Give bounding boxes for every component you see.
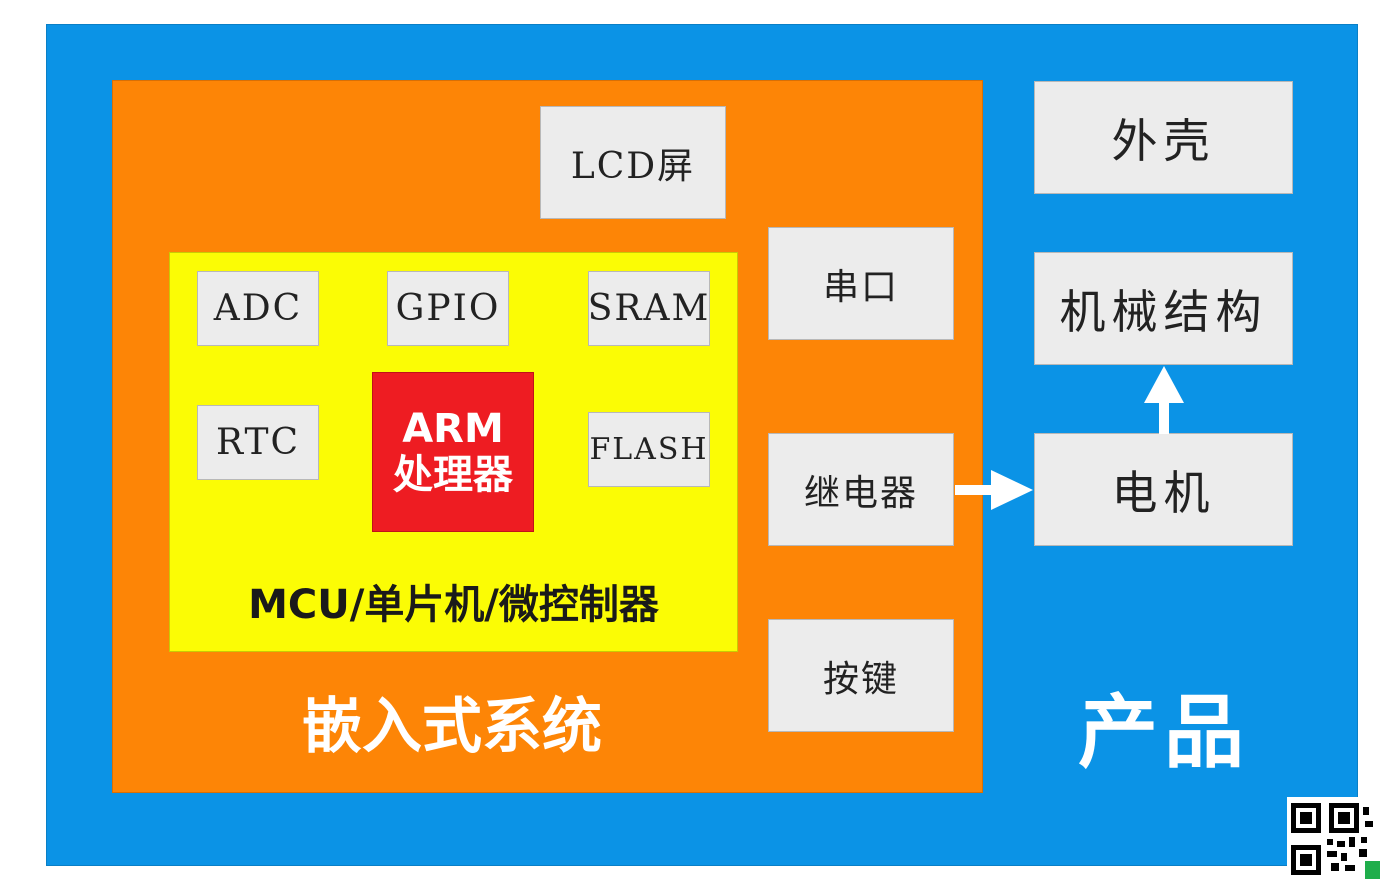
mechanical-structure-block: 机械结构	[1034, 252, 1293, 365]
arm-processor-block: ARM 处理器	[372, 372, 534, 532]
gpio-block: GPIO	[387, 271, 509, 346]
qr-code	[1287, 797, 1380, 879]
flash-block: FLASH	[588, 412, 710, 487]
serial-port-block: 串口	[768, 227, 954, 340]
rtc-label: RTC	[215, 422, 301, 463]
relay-block: 继电器	[768, 433, 954, 546]
gpio-label: GPIO	[395, 288, 501, 329]
lcd-screen-block: LCD屏	[540, 106, 726, 219]
mcu-region-label: MCU/单片机/微控制器	[248, 582, 659, 628]
sram-block: SRAM	[588, 271, 710, 346]
serial-port-label: 串口	[822, 266, 899, 308]
relay-to-motor-arrow	[955, 470, 1033, 510]
flash-label: FLASH	[589, 432, 709, 467]
lcd-screen-label: LCD屏	[570, 145, 696, 187]
embedded-system-label: 嵌入式系统	[302, 692, 602, 762]
rtc-block: RTC	[197, 405, 319, 480]
adc-label: ADC	[213, 288, 303, 329]
shell-label: 外壳	[1111, 113, 1216, 168]
processor-label: 处理器	[393, 452, 513, 498]
keys-label: 按键	[822, 658, 899, 700]
relay-label: 继电器	[803, 472, 918, 514]
motor-block: 电机	[1034, 433, 1293, 546]
sram-label: SRAM	[587, 288, 711, 329]
motor-to-mechanical-arrow	[1144, 366, 1184, 434]
motor-label: 电机	[1111, 465, 1216, 520]
keys-block: 按键	[768, 619, 954, 732]
arm-label: ARM	[402, 406, 504, 452]
mechanical-structure-label: 机械结构	[1059, 284, 1268, 339]
adc-block: ADC	[197, 271, 319, 346]
shell-block: 外壳	[1034, 81, 1293, 194]
product-label: 产品	[1078, 686, 1250, 779]
